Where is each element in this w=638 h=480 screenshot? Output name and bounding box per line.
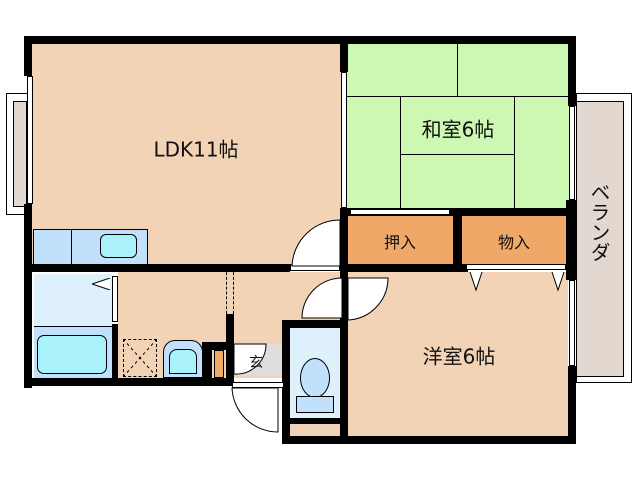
label-washitsu: 和室6帖 <box>421 117 495 142</box>
sliding-door-monoire <box>466 264 566 270</box>
label-ldk: LDK11帖 <box>153 137 239 162</box>
window-ldk-left <box>27 76 33 204</box>
wall-ldk-bottom <box>24 264 290 272</box>
bathtub <box>37 335 107 374</box>
wall-bottom-right <box>282 436 576 444</box>
room-veranda <box>576 101 624 377</box>
wall-top <box>24 36 576 44</box>
wall-shoe-top <box>202 342 234 350</box>
kitchen-sink <box>100 234 137 258</box>
room-oshiire <box>348 216 453 264</box>
washing-machine-space <box>123 339 157 377</box>
left-window-sill <box>13 101 27 207</box>
wall-toilet-top <box>282 320 340 328</box>
wall-right-lower <box>568 366 576 444</box>
label-youshitsu: 洋室6帖 <box>422 344 496 369</box>
shoe-cabinet <box>214 350 224 378</box>
bath-door-marker-icon <box>92 278 111 290</box>
tatami-line <box>346 96 570 97</box>
wall-toilet-left <box>282 320 290 444</box>
door-swing-ldk-icon <box>291 219 341 267</box>
wash-basin-bowl <box>169 349 197 374</box>
label-monoire: 物入 <box>497 233 531 252</box>
tatami-line <box>457 42 458 96</box>
door-swing-genkan-inner-icon <box>233 343 267 375</box>
wall-right-upper <box>568 36 576 106</box>
wall-closet-mid <box>453 208 462 272</box>
label-oshiire: 押入 <box>383 233 417 252</box>
door-swing-genkan-icon <box>231 387 279 433</box>
label-veranda: ベランダ <box>587 182 611 262</box>
label-genkan: 玄 <box>249 355 263 371</box>
room-monoire <box>462 216 566 264</box>
room-washitsu <box>346 42 570 210</box>
room-youshitsu <box>346 272 568 436</box>
washing-machine-cross-icon <box>123 339 157 377</box>
wall-bath-right <box>112 324 118 382</box>
window-washitsu-right <box>569 106 575 200</box>
wall-ldk-right-upper <box>340 36 348 72</box>
kitchen-divider <box>71 229 72 265</box>
window-ldk-right <box>341 72 347 208</box>
wall-hall-post <box>226 314 234 386</box>
window-youshitsu-right <box>569 280 575 366</box>
wall-left-lower <box>24 204 32 388</box>
wall-toilet-right <box>340 272 348 444</box>
tatami-line <box>514 96 515 210</box>
sliding-door-oshiire <box>350 209 450 215</box>
wall-shoe-left <box>202 342 212 382</box>
wall-bottom-left <box>24 378 232 386</box>
dashed-partition <box>226 272 234 314</box>
room-toilet-bottom <box>290 424 340 436</box>
toilet-tank <box>296 396 334 413</box>
toilet-bowl <box>300 358 330 398</box>
door-bath-opening <box>112 276 118 322</box>
tatami-line <box>400 96 401 210</box>
wall-left-upper <box>24 36 32 76</box>
door-swing-youshitsu-icon <box>347 277 389 321</box>
wall-ldk-right-lower <box>340 208 348 272</box>
wall-closet-bottom <box>340 264 468 272</box>
tatami-line <box>400 154 514 155</box>
door-swing-toilet-icon <box>301 277 343 319</box>
folding-door-marker-icon <box>469 272 565 292</box>
wall-toilet-inner-bottom <box>282 418 340 424</box>
wall-right-mid <box>566 200 576 280</box>
